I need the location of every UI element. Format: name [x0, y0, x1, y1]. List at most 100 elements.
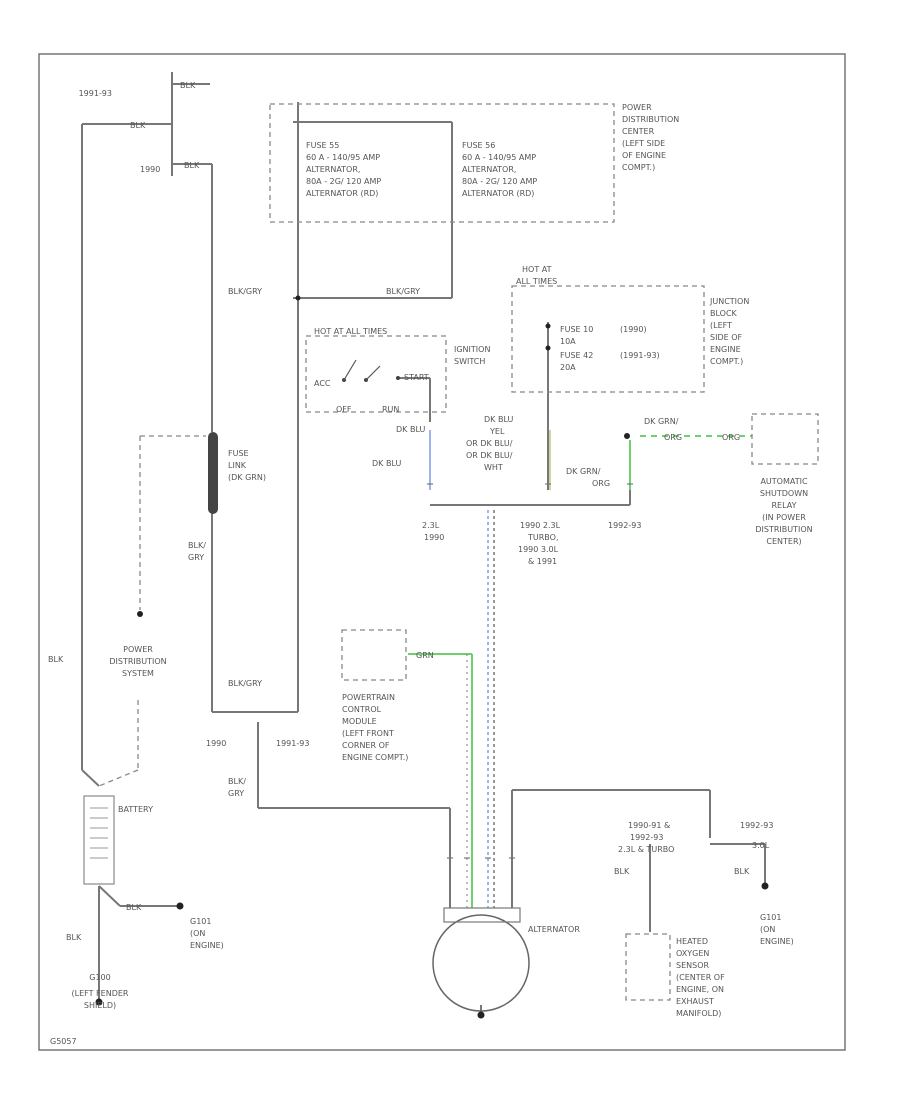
wire-label: & 1991: [528, 557, 557, 566]
wire-label: BLK: [180, 81, 196, 90]
wire-label: DK BLU: [372, 459, 401, 468]
pdc-label: DISTRIBUTION: [622, 115, 679, 124]
fuse-55-label: ALTERNATOR,: [306, 165, 360, 174]
wire-label: YEL: [489, 427, 505, 436]
fuse-55-label: FUSE 55: [306, 141, 339, 150]
wire-label: ORG: [592, 479, 610, 488]
ignition-run: RUN: [382, 405, 399, 414]
jb-hot-label: HOT AT: [522, 265, 552, 274]
pdc-label: (LEFT SIDE: [622, 139, 665, 148]
fuse-55-label: 80A - 2G/ 120 AMP: [306, 177, 381, 186]
asd-relay-label: AUTOMATIC: [760, 477, 808, 486]
pds-label: POWER: [123, 645, 153, 654]
wire-label: 1990 3.0L: [518, 545, 559, 554]
fuse-42-label: (1991-93): [620, 351, 660, 360]
alternator: [432, 914, 530, 1012]
fuse-10-label: 10A: [560, 337, 576, 346]
wire-label: ORG: [664, 433, 682, 442]
pds-label: DISTRIBUTION: [109, 657, 166, 666]
pcm-label: CORNER OF: [342, 741, 390, 750]
wire-label: TURBO,: [527, 533, 559, 542]
fuse-42-label: 20A: [560, 363, 576, 372]
ignition-label: IGNITION: [454, 345, 490, 354]
wire-label: BLK: [48, 655, 64, 664]
ignition-acc: ACC: [314, 379, 331, 388]
asd-connector: [624, 433, 630, 439]
pcm-label: POWERTRAIN: [342, 693, 395, 702]
jb-label: JUNCTION: [709, 297, 749, 306]
ignition-hot-label: HOT AT ALL TIMES: [314, 327, 387, 336]
wire-label: DK GRN/: [644, 417, 679, 426]
g101-right-label: (ON: [760, 925, 775, 934]
wire-label: 1991-93: [276, 739, 309, 748]
wire-label: BLK/: [188, 541, 206, 550]
diagram-frame: [38, 53, 846, 1051]
jb-label: (LEFT: [710, 321, 732, 330]
fuse-55-label: ALTERNATOR (RD): [306, 189, 378, 198]
asd-relay-label: DISTRIBUTION: [755, 525, 812, 534]
pcm-label: MODULE: [342, 717, 377, 726]
jb-label: SIDE OF: [710, 333, 742, 342]
wire-label: BLK: [130, 121, 146, 130]
wire-label: 1990: [424, 533, 444, 542]
wire-label: BLK: [734, 867, 750, 876]
heated-o2-label: OXYGEN: [676, 949, 709, 958]
fuse-link-label: FUSE: [228, 449, 249, 458]
asd-relay-label: RELAY: [772, 501, 797, 510]
heated-o2-label: SENSOR: [676, 961, 709, 970]
wire-label: 2.3L & TURBO: [618, 845, 674, 854]
g101-right-label: ENGINE): [760, 937, 794, 946]
wire-label: 1990 2.3L: [520, 521, 561, 530]
g101-left-label: G101: [190, 917, 211, 926]
fuse-56-label: 60 A - 140/95 AMP: [462, 153, 536, 162]
wire-label: 3.0L: [752, 841, 770, 850]
fuse-42-label: FUSE 42: [560, 351, 593, 360]
asd-relay-label: (IN POWER: [762, 513, 806, 522]
fuse-56-label: FUSE 56: [462, 141, 495, 150]
wire-label: OR DK BLU/: [466, 451, 513, 460]
wire-label: 1991-93: [79, 89, 112, 98]
wire-label: BLK: [184, 161, 200, 170]
pdc-label: POWER: [622, 103, 652, 112]
fuse-56-label: ALTERNATOR (RD): [462, 189, 534, 198]
ignition-start: START: [404, 373, 429, 382]
pcm-label: ENGINE COMPT.): [342, 753, 408, 762]
wire-label: BLK/: [228, 777, 246, 786]
ignition-off: OFF: [336, 405, 352, 414]
battery: [83, 795, 115, 885]
pdc-label: COMPT.): [622, 163, 655, 172]
heated-o2-label: HEATED: [676, 937, 708, 946]
pds-connector: [137, 611, 143, 617]
wire-label: BLK/GRY: [386, 287, 420, 296]
fuse-55-label: 60 A - 140/95 AMP: [306, 153, 380, 162]
fuse-link-label: LINK: [228, 461, 247, 470]
g101-left-label: (ON: [190, 929, 205, 938]
heated-o2-label: ENGINE, ON: [676, 985, 724, 994]
wire-label: 1992-93: [740, 821, 773, 830]
pcm-label: (LEFT FRONT: [342, 729, 394, 738]
asd-relay-label: SHUTDOWN: [760, 489, 808, 498]
fuse-link-label: (DK GRN): [228, 473, 266, 482]
alternator-label: ALTERNATOR: [528, 925, 580, 934]
pds-label: SYSTEM: [122, 669, 154, 678]
figure-id: G5057: [50, 1037, 77, 1046]
wire-label: BLK: [66, 933, 82, 942]
wire-label: BLK: [614, 867, 630, 876]
jb-hot-label: ALL TIMES: [516, 277, 557, 286]
wire-label: BLK/GRY: [228, 679, 262, 688]
heated-o2-label: EXHAUST: [676, 997, 714, 1006]
g101-right-ground: [761, 882, 769, 890]
wire-label: 1990-91 &: [628, 821, 670, 830]
g101-left-label: ENGINE): [190, 941, 224, 950]
ignition-label: SWITCH: [454, 357, 485, 366]
wire-label: BLK/GRY: [228, 287, 262, 296]
wire-label: GRY: [228, 789, 244, 798]
wire-label: DK BLU: [396, 425, 425, 434]
fuse-10-label: (1990): [620, 325, 647, 334]
heated-o2-label: MANIFOLD): [676, 1009, 721, 1018]
jb-label: COMPT.): [710, 357, 743, 366]
wire-label: 1992-93: [630, 833, 663, 842]
fuse-56-label: ALTERNATOR,: [462, 165, 516, 174]
wire-label: DK BLU: [484, 415, 513, 424]
g100-label: G100: [89, 973, 110, 982]
